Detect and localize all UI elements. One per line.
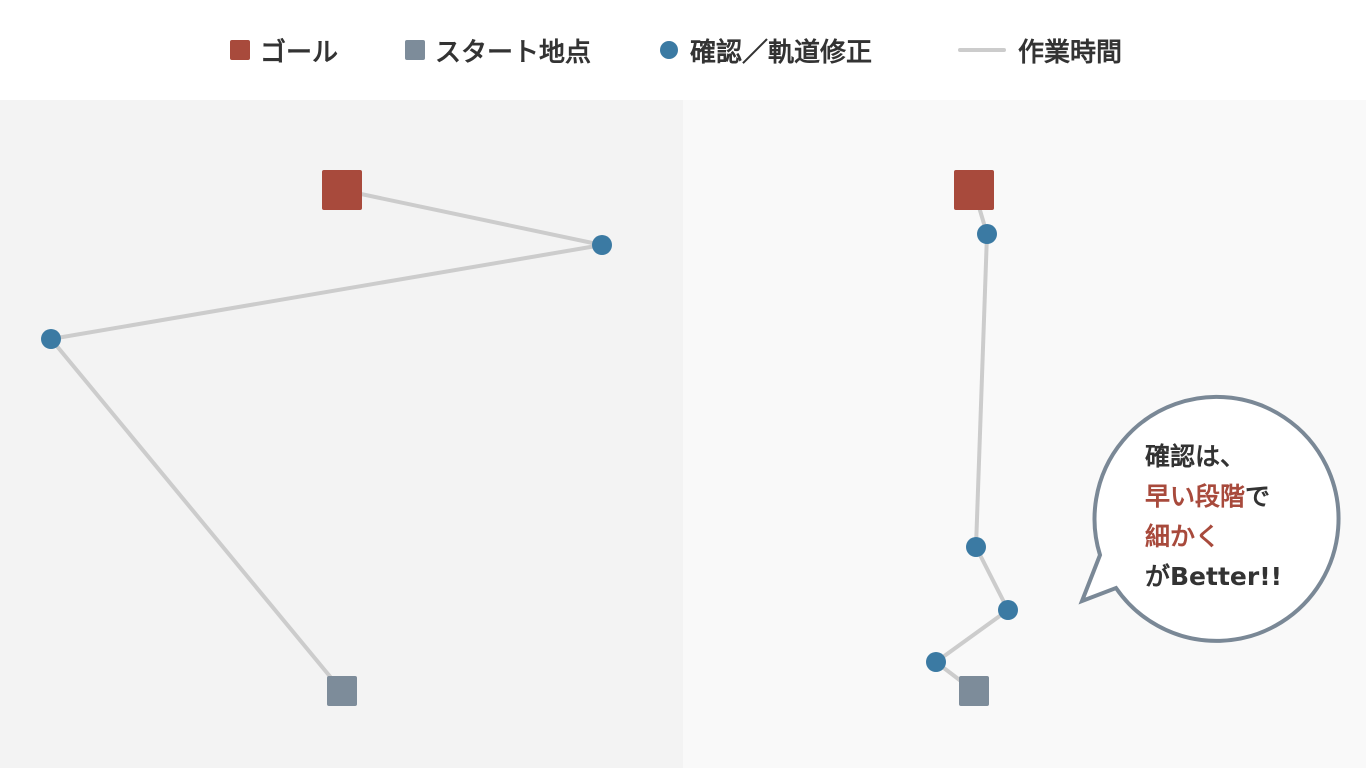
callout-line-3: 細かく (1145, 517, 1282, 557)
legend-goal-label: ゴール (260, 37, 339, 68)
checkpoint-dot-icon (660, 41, 678, 59)
right-checkpoint-3 (966, 537, 986, 557)
right-goal-marker (954, 170, 994, 210)
left-panel (0, 100, 683, 768)
speech-bubble (1078, 394, 1341, 643)
legend-start: スタート地点 (405, 30, 591, 70)
right-checkpoint-2 (998, 600, 1018, 620)
right-start-marker (959, 676, 989, 706)
callout-line-2: 早い段階で (1145, 477, 1282, 517)
legend: ゴール スタート地点 確認／軌道修正 作業時間 (0, 0, 1366, 100)
legend-checkpoint: 確認／軌道修正 (660, 30, 872, 70)
callout-line-2-rest: で (1245, 482, 1271, 511)
legend-start-label: スタート地点 (435, 37, 592, 68)
right-checkpoint-1 (926, 652, 946, 672)
callout-emphasis-fine: 細かく (1145, 522, 1221, 551)
legend-goal: ゴール (230, 30, 338, 70)
callout-text: 確認は、 早い段階で 細かく がBetter!! (1145, 437, 1282, 597)
right-work-path (934, 188, 1010, 693)
callout-line-4: がBetter!! (1145, 562, 1282, 591)
left-start-marker (327, 676, 357, 706)
right-checkpoint-4 (977, 224, 997, 244)
work-time-line-icon (958, 48, 1006, 52)
legend-checkpoint-label: 確認／軌道修正 (690, 37, 873, 68)
callout-line-1: 確認は、 (1145, 442, 1246, 471)
legend-work-time-label: 作業時間 (1018, 37, 1123, 68)
left-goal-marker (322, 170, 362, 210)
callout-emphasis-early: 早い段階 (1145, 482, 1246, 511)
start-square-icon (405, 40, 425, 60)
legend-work-time: 作業時間 (958, 30, 1122, 70)
left-work-path (49, 188, 604, 693)
left-checkpoint-2 (592, 235, 612, 255)
goal-square-icon (230, 40, 250, 60)
left-checkpoint-1 (41, 329, 61, 349)
